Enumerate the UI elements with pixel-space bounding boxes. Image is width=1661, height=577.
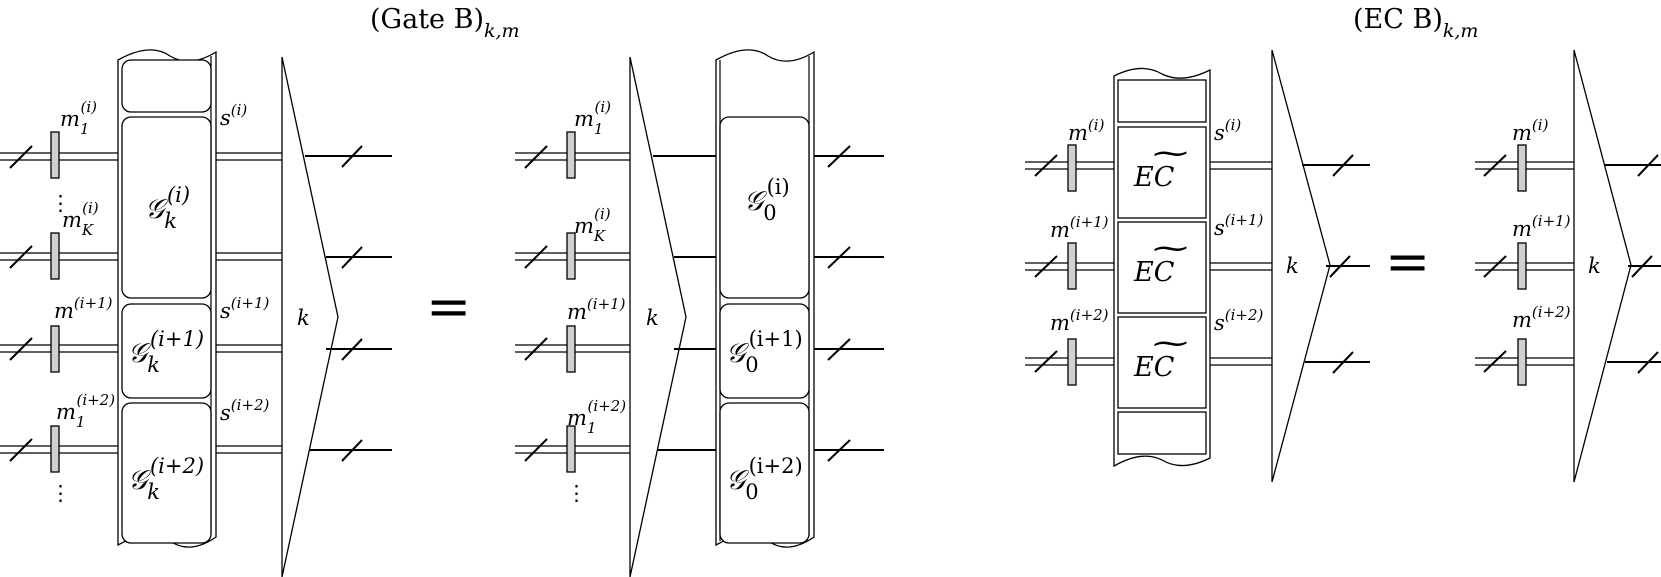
label-m1-i: m1(i) — [574, 98, 611, 138]
label-m-i2: m(i+2) — [1512, 303, 1571, 332]
bundle-slashes — [1483, 154, 1507, 373]
gate-label-gk-i1: 𝒢k(i+1) — [128, 327, 204, 377]
tilde: ~ — [1149, 135, 1192, 170]
ellipsis-bottom: ⋮ — [50, 481, 71, 505]
equals-gate: = — [426, 275, 471, 338]
decoder-k-label: k — [297, 306, 310, 330]
measurement-box — [566, 425, 576, 473]
label-s-i1: s(i+1) — [220, 294, 270, 323]
measurement-boxes — [50, 131, 60, 473]
measurement-box — [50, 425, 60, 473]
ec-label: EC — [1133, 257, 1175, 288]
label-m-i1: m(i+1) — [1512, 212, 1571, 241]
measurement-box — [1517, 242, 1527, 290]
measurement-boxes — [566, 131, 576, 473]
gate-box-g0-i — [719, 116, 810, 299]
tilde: ~ — [1149, 325, 1192, 360]
ec-b-left-circuit: m(i) m(i+1) m(i+2) EC ~ EC ~ EC ~ s(i) s… — [1025, 49, 1370, 483]
label-m1-i2: m1(i+2) — [56, 391, 115, 431]
measurement-box — [50, 325, 60, 373]
measurement-box — [50, 131, 60, 179]
gate-label-gk-i2: 𝒢k(i+2) — [128, 454, 204, 504]
bundle-slashes — [1034, 154, 1058, 373]
label-s-i2: s(i+2) — [220, 396, 270, 425]
ec-b-right-circuit: m(i) m(i+1) m(i+2) k — [1475, 49, 1661, 483]
bundle-slashes — [524, 145, 548, 462]
measurement-box — [1067, 144, 1077, 192]
measurement-boxes — [1067, 144, 1077, 386]
gate-box-gk-i — [121, 116, 212, 299]
decoder-k-label: k — [646, 306, 659, 330]
output-wires — [305, 145, 392, 462]
ec-label: EC — [1133, 162, 1175, 193]
label-mK-i: mK(i) — [574, 205, 611, 245]
label-m-i2: m(i+2) — [1050, 306, 1109, 335]
label-m-i: m(i) — [1068, 116, 1105, 145]
bundle-slashes — [9, 145, 33, 462]
ec-box-i2 — [1117, 316, 1207, 409]
title-ec-b: (EC B)k,m — [1353, 4, 1478, 42]
measurement-box — [1517, 338, 1527, 386]
label-mK-i: mK(i) — [62, 199, 99, 239]
ec-box-i — [1117, 126, 1207, 219]
title-gate-b: (Gate B)k,m — [370, 4, 520, 42]
ec-box-i1 — [1117, 221, 1207, 314]
gate-box-gk-i2 — [121, 402, 212, 544]
ec-labels: EC ~ EC ~ EC ~ — [1133, 135, 1192, 383]
measurement-box — [50, 232, 60, 280]
measurement-box — [1517, 144, 1527, 192]
measurement-box — [566, 325, 576, 373]
s-wires — [216, 152, 282, 454]
decoder-k — [281, 56, 339, 577]
gate-box-gk-i1 — [121, 303, 212, 399]
label-s-i1: s(i+1) — [1214, 211, 1264, 240]
label-m-i: m(i) — [1512, 116, 1549, 145]
ec-label: EC — [1133, 352, 1175, 383]
gate-box-g0-i1 — [719, 303, 810, 399]
measurement-box — [1067, 242, 1077, 290]
label-m1-i: m1(i) — [60, 98, 97, 138]
label-s-i: s(i) — [220, 101, 247, 130]
ellipsis-top: ⋮ — [50, 191, 71, 215]
gate-b-right-circuit: m1(i) mK(i) m(i+1) m1(i+2) ⋮ k 𝒢0(i) 𝒢0(… — [515, 49, 884, 577]
gate-label-g0-i: 𝒢0(i) — [744, 175, 790, 225]
label-m-i1: m(i+1) — [1050, 213, 1109, 242]
gate-b-left-circuit: m1(i) ⋮ mK(i) m(i+1) m1(i+2) ⋮ 𝒢k(i) 𝒢k(… — [0, 49, 392, 577]
label-m1-i2: m1(i+2) — [567, 397, 626, 437]
equals-ec: = — [1385, 230, 1430, 293]
decoder-k — [1573, 49, 1632, 483]
ellipsis-bottom: ⋮ — [566, 481, 587, 505]
label-m-i1: m(i+1) — [567, 295, 626, 324]
decoder-k — [1271, 49, 1331, 483]
measurement-boxes — [1517, 144, 1527, 386]
label-m-i1: m(i+1) — [54, 294, 113, 323]
measurement-box — [566, 131, 576, 179]
measurement-box — [566, 232, 576, 280]
label-s-i: s(i) — [1214, 116, 1241, 145]
gate-box-g0-i2 — [719, 402, 810, 544]
decoder-k-label: k — [1286, 254, 1299, 278]
decoder-k — [629, 56, 687, 577]
tilde: ~ — [1149, 230, 1192, 265]
decoder-k-label: k — [1588, 254, 1601, 278]
label-s-i2: s(i+2) — [1214, 306, 1264, 335]
measurement-box — [1067, 338, 1077, 386]
gate-label-g0-i1: 𝒢0(i+1) — [726, 327, 803, 377]
